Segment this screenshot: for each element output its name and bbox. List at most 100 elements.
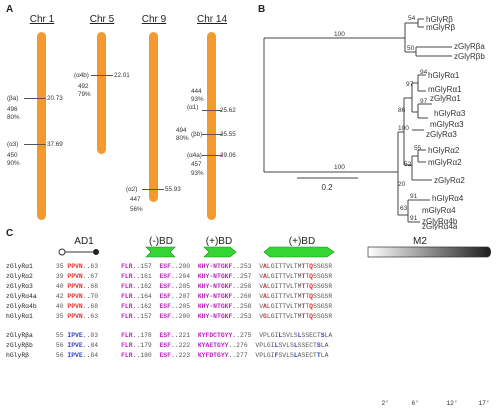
tm-residue: V (286, 303, 290, 310)
row-name: zGlyRα4b (6, 303, 53, 310)
support-a13: 86 (398, 107, 406, 114)
tm-residue: I (270, 342, 275, 349)
motif-pos-bd2: KHY-NTGKF (197, 283, 233, 290)
alignment-row: zGlyRβb 56 IPVE..84 FLR..179 ESF..222 KY… (6, 342, 328, 350)
chr14-marker1-pos: 25.62 (220, 107, 236, 114)
taxon-hglyra2: hGlyRα2 (428, 146, 460, 155)
motif-neg-bd: FLR (121, 283, 133, 290)
tm-residue: L (266, 263, 271, 270)
row-name: hGlyRα1 (6, 313, 53, 320)
row-number: ..179 (132, 342, 160, 349)
tm-residue: M (297, 283, 302, 290)
pos-bd2-label: (+)BD (288, 236, 316, 247)
chr14-marker2-name: (βb) (191, 131, 203, 138)
pos-bd2-arrow (263, 246, 335, 258)
tm-residue: T (301, 263, 306, 270)
tm-residue: Q (309, 273, 314, 280)
tm-residue: T (305, 313, 310, 320)
row-number: ..178 (132, 332, 160, 339)
support-alpha-root: 20 (398, 181, 406, 188)
ad1-filled-circle (93, 249, 99, 255)
ad1-label: AD1 (74, 236, 94, 247)
tm-segment: VALGITTVLTMTTQSSGSR (259, 273, 332, 280)
chr9-marker1-score2: 56% (130, 206, 143, 213)
tm-residue: A (324, 342, 329, 349)
tm-residue: L (266, 313, 271, 320)
chr14-marker3-pos: 39.06 (220, 152, 236, 159)
tm-residue: V (255, 352, 260, 359)
motif-neg-bd: FLR (121, 293, 133, 300)
tm-residue: S (324, 273, 329, 280)
tm-residue: T (301, 293, 306, 300)
pos-bd1-label: (+)BD (205, 236, 233, 247)
tm-residue: S (282, 332, 287, 339)
row-start-number: 35 (52, 263, 68, 270)
tm-residue: S (324, 293, 329, 300)
row-number: ..277 (228, 352, 256, 359)
tm-residue: S (301, 332, 306, 339)
taxon-hglyrb: hGlyRβ (426, 15, 453, 24)
motif-ad1: PPVN (67, 263, 83, 270)
tm-residue: I (274, 273, 279, 280)
m2-bar-end (485, 247, 491, 257)
tm-residue: V (286, 332, 290, 339)
motif-neg-bd: FLR (121, 273, 133, 280)
tm-residue: G (270, 303, 275, 310)
alignment-row: zGlyRα2 39 PPVN..67 FLR..161 ESF..204 KH… (6, 273, 332, 281)
tm-residue: T (282, 313, 287, 320)
tm-residue: T (305, 283, 310, 290)
neg-bd-arrow (145, 246, 176, 258)
motif-pos-bd2: KHY-NTGKF (197, 273, 233, 280)
row-number: ..204 (170, 273, 198, 280)
chr1-marker2-pos: 37.69 (47, 141, 63, 148)
chr14-marker3-score1: 457 (191, 161, 202, 168)
taxon-mglyra4: mGlyRα4 (422, 206, 456, 215)
tm-residue: T (293, 273, 298, 280)
panel-b-letter: B (258, 4, 266, 15)
row-number: ..68 (82, 283, 122, 290)
pos-12: 12' (446, 400, 458, 407)
row-start-number: 55 (52, 332, 68, 339)
tm-residue: M (297, 293, 302, 300)
motif-pos-bd1: ESF (159, 332, 171, 339)
tm-residue: S (313, 283, 317, 290)
tm-residue: L (278, 332, 283, 339)
alignment-row: zGlyRα1 35 PPVN..63 FLR..157 ESF..200 KH… (6, 263, 332, 271)
tm-residue: S (316, 293, 321, 300)
chr5-bar (97, 32, 106, 154)
row-number: ..205 (170, 303, 198, 310)
chr5-marker1-score1: 492 (78, 83, 89, 90)
chr14-marker1-score2: 93% (191, 96, 204, 103)
support-a3-ha-ma: 97 (420, 98, 428, 105)
tm-residue: L (293, 342, 298, 349)
tm-residue: A (297, 352, 302, 359)
row-number: ..207 (170, 293, 198, 300)
tm-segment: VGLGITTVLTMTTQSSGSR (259, 313, 332, 320)
motif-ad1: PPVN (67, 283, 83, 290)
alignment-row: hGlyRα1 35 PPVN..63 FLR..157 ESF..200 KH… (6, 313, 332, 321)
tm-residue: L (263, 352, 267, 359)
row-number: ..162 (132, 303, 160, 310)
row-number: ..223 (170, 352, 198, 359)
chr14-marker3-score2: 93% (191, 170, 204, 177)
tm-residue: T (313, 342, 317, 349)
chr5-marker1-tick (91, 75, 113, 76)
chr1-marker1-score2: 80% (7, 114, 20, 121)
tm-segment: VPLGIFSVLSLASECTTLA (255, 352, 328, 359)
tm-residue: M (297, 313, 302, 320)
tm-residue: S (313, 313, 317, 320)
row-number: ..164 (132, 293, 160, 300)
tm-residue: L (286, 352, 290, 359)
tm-residue: T (278, 303, 283, 310)
row-number: ..63 (82, 313, 122, 320)
tm-residue: G (320, 273, 325, 280)
motif-pos-bd1: ESF (159, 263, 171, 270)
tm-residue: R (328, 303, 333, 310)
chr9-marker1-name: (α2) (126, 186, 138, 193)
tm-residue: T (293, 303, 298, 310)
alignment-row: zGlyRα3 40 PPVN..68 FLR..162 ESF..205 KH… (6, 283, 332, 291)
tm-residue: I (274, 283, 279, 290)
motif-ad1: IPVE (67, 352, 83, 359)
chr1-marker1-tick (24, 98, 46, 99)
chr1-marker2-name: (α3) (7, 141, 19, 148)
